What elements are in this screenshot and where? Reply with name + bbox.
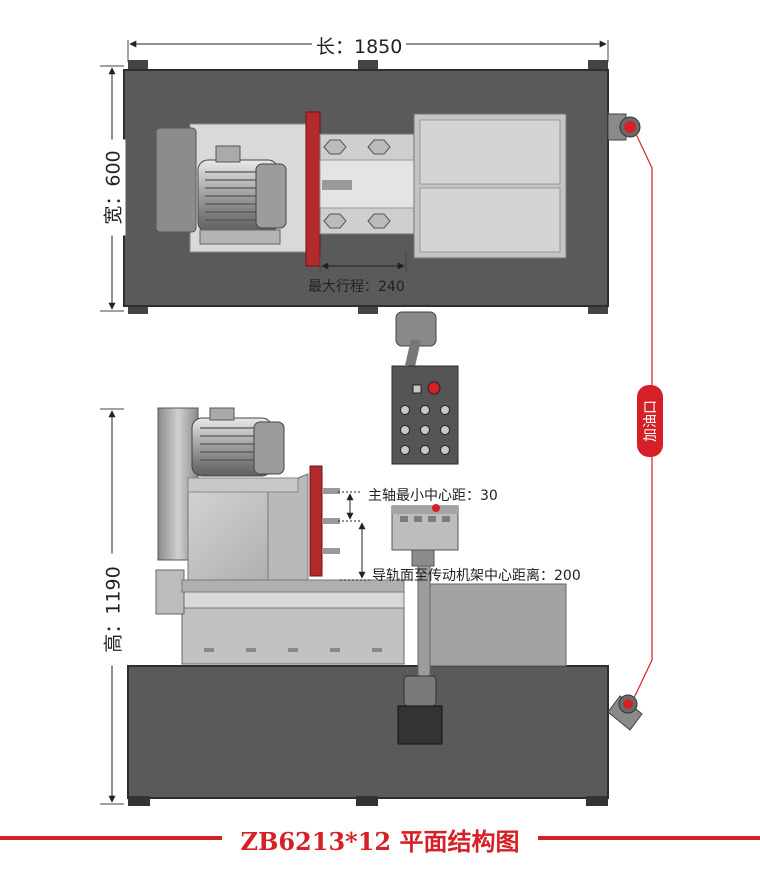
oil-inlet-top [607,113,641,141]
top-red-flange [305,111,321,267]
front-control-pendant [391,504,459,745]
oil-inlet-bottom [607,694,643,731]
top-slide-box [413,113,567,259]
length-label: 长：1850 [312,32,407,59]
front-slide-table [181,607,405,665]
diagram-title: ZB6213*12 平面结构图 [240,827,520,856]
stroke-label: 最大行程：240 [308,279,405,295]
width-label: 宽：600 [98,139,126,236]
front-motor [191,407,285,477]
top-spindles [319,133,415,235]
height-label: 高：1190 [98,553,126,666]
front-view [100,407,643,806]
rail-distance-label: 导轨面至传动机架中心距离：200 [372,568,581,584]
top-view [100,40,641,314]
front-base-cabinet [127,665,609,799]
front-head-box [187,473,309,581]
control-pendant [391,311,459,465]
spindle-distance-label: 主轴最小中心距：30 [368,488,498,504]
front-red-flange [309,465,323,577]
oil-inlet-label: 加油口 [643,400,659,442]
oil-inlet-tag: 加油口 [637,385,663,457]
top-motor [197,145,287,245]
